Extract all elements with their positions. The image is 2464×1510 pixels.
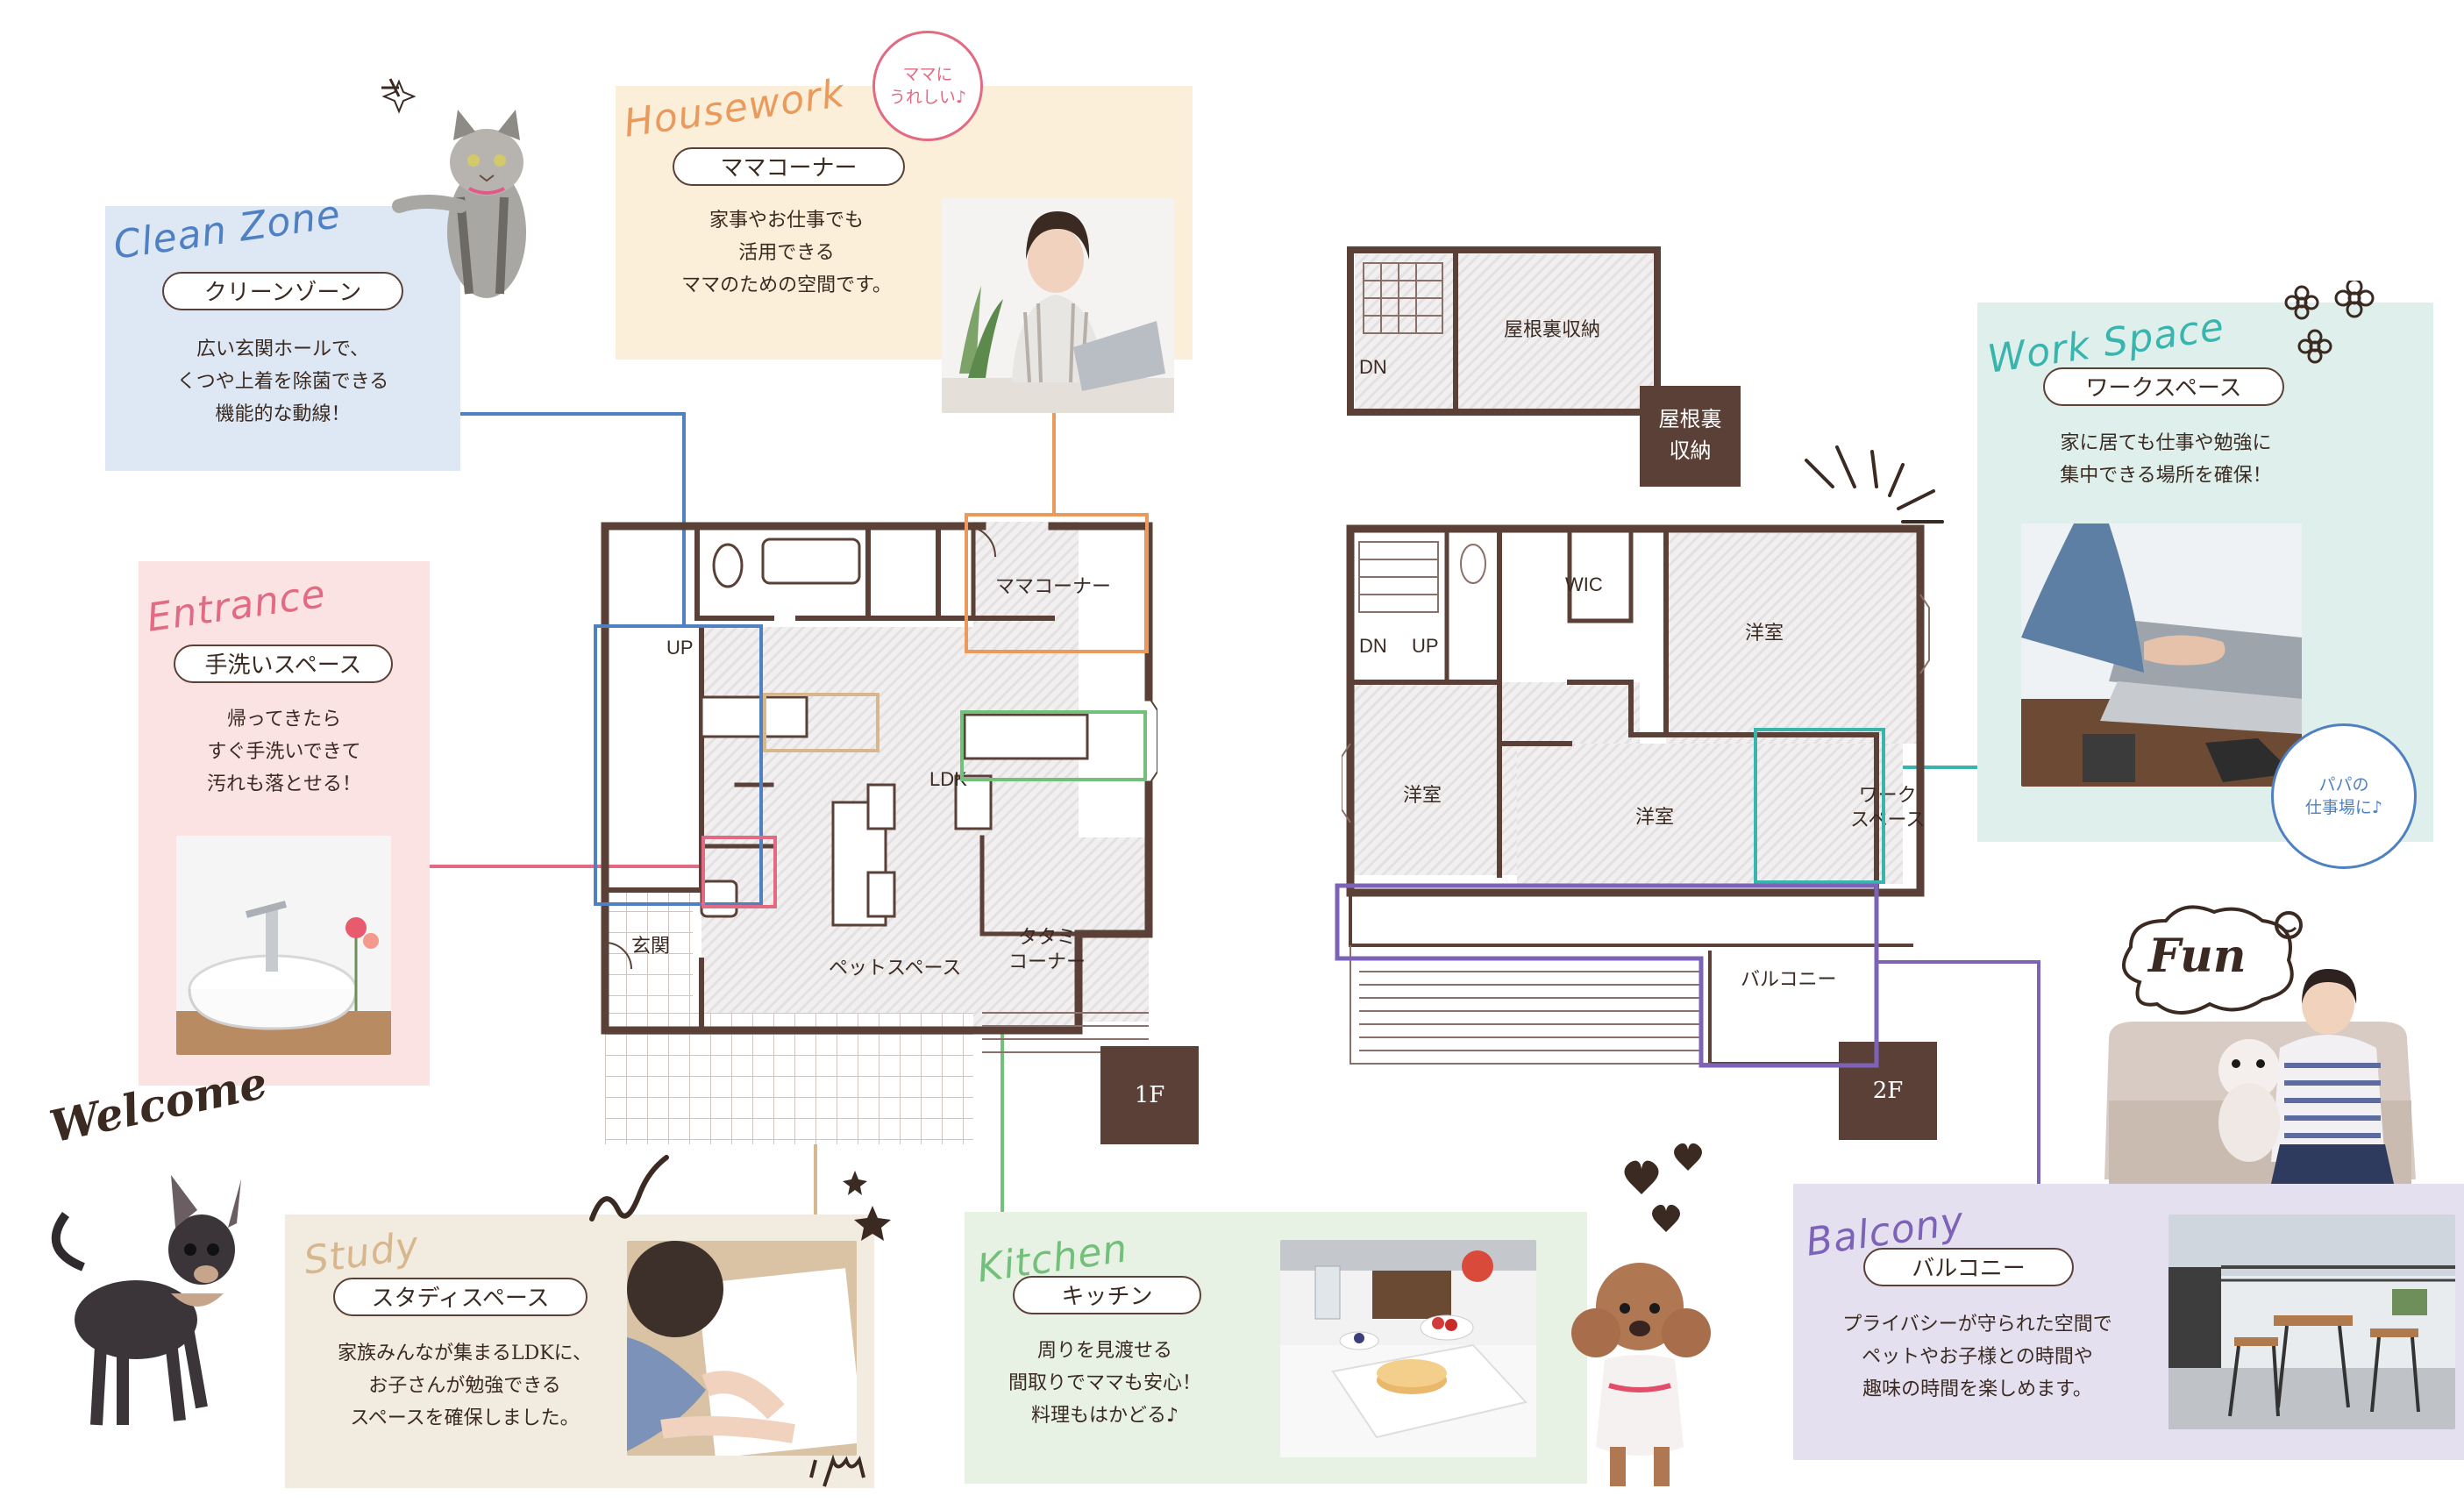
scribble-decoration [589,1155,669,1222]
highlight-mama-corner [965,513,1149,653]
chihuahua-illustration [51,1175,241,1426]
card-title-pill: スタディスペース [333,1278,588,1316]
attic-plan: 屋根裏収納 DN 屋根裏収納 [1346,246,1741,487]
highlight-wash-space [701,836,777,908]
heart-icons [1624,1143,1702,1232]
ray-marks [1805,445,1944,524]
card-title-pill: 手洗いスペース [174,645,393,683]
room-up-2f: UP [1412,635,1439,657]
highlight-clean-zone [594,624,763,906]
room-genkan: 玄関 [631,935,671,957]
card-description: 家に居ても仕事や勉強に集中できる場所を確保！ [2060,432,2272,487]
card-heading: Study [301,1222,423,1284]
attic-badge: 屋根裏収納 [1640,386,1741,487]
card-entrance: Entrance 手洗いスペース 帰ってきたらすぐ手洗いできて汚れも落とせる！ [139,561,430,1086]
card-description: 帰ってきたらすぐ手洗いできて汚れも落とせる！ [206,709,361,795]
room-up-1f: UP [666,637,694,659]
card-title-pill: バルコニー [1863,1248,2074,1286]
floor-badge-1f: 1F [1100,1046,1199,1144]
card-housework: Housework ママコーナー 家事やお仕事でも活用できるママのための空間です… [616,71,1193,413]
card-description: プライバシーが守られた空間でペットやお子様との時間や趣味の時間を楽しめます。 [1842,1314,2112,1400]
attic-dn-label: DN [1359,356,1387,378]
room-mama-corner: ママコーナー [995,575,1112,597]
card-description: 周りを見渡せる間取りでママも安心！料理もはかどる♪ [1008,1340,1201,1427]
card-title-pill: キッチン [1013,1276,1201,1314]
room-balcony: バルコニー [1741,968,1837,990]
room-yoshitsu-west: 洋室 [1403,784,1442,806]
highlight-kitchen [960,710,1147,781]
laptop-typing-photo [2021,524,2302,787]
floor-plan-2f: DN UP WIC 洋室 洋室 洋室 ワークスペース バルコニー 2F [1342,524,1947,1140]
woman-laptop-photo [942,198,1174,413]
poodle-illustration [1571,1263,1711,1486]
card-study: Study スタディスペース 家族みんなが集まるLDKに、お子さんが勉強できるス… [285,1214,874,1488]
cat-illustration [381,78,526,298]
card-kitchen: Kitchen キッチン 周りを見渡せる間取りでママも安心！料理もはかどる♪ [965,1212,1587,1484]
housework-speech-bubble: ママにうれしい♪ [872,31,983,141]
woman-dog-photo [2104,969,2416,1184]
room-tatami: タタミコーナー [1008,926,1086,972]
work-speech-bubble: パパの仕事場に♪ [2271,723,2417,869]
floor-badge-2f: 2F [1839,1042,1937,1140]
highlight-study [763,693,879,752]
room-pet-space: ペットスペース [829,957,962,979]
wash-basin-photo [176,836,391,1055]
highlight-balcony [1335,883,1879,1068]
highlight-work-space [1754,728,1885,884]
room-yoshitsu-center: 洋室 [1635,806,1675,828]
room-wic: WIC [1565,573,1603,595]
attic-storage-label: 屋根裏収納 [1504,318,1601,340]
room-dn-2f: DN [1359,635,1387,657]
star-icons [843,1171,891,1241]
card-title-pill: クリーンゾーン [162,272,403,310]
card-description: 家事やお仕事でも活用できるママのための空間です。 [681,210,892,296]
card-title-pill: ワークスペース [2043,367,2284,406]
child-studying-photo [627,1241,857,1456]
floor-plan-1f: UP ママコーナー LDK 玄関 ペットスペース タタミコーナー 1F [596,522,1199,1144]
kitchen-counter-photo [1280,1240,1536,1457]
card-description: 広い玄関ホールで、くつや上着を除菌できる機能的な動線！ [176,338,389,425]
room-work-space: ワークスペース [1850,784,1926,830]
flower-icons [2284,281,2375,364]
balcony-furniture-photo [2168,1214,2455,1429]
fun-cloud-bubble [2122,905,2303,1015]
room-yoshitsu-north: 洋室 [1745,622,1784,644]
card-clean-zone: Clean Zone クリーンゾーン 広い玄関ホールで、くつや上着を除菌できる機… [105,192,460,471]
sparkle-marks [809,1454,865,1487]
card-heading: Entrance [144,571,329,641]
card-balcony: Balcony バルコニー プライバシーが守られた空間でペットやお子様との時間や… [1793,1184,2464,1460]
card-description: 家族みんなが集まるLDKに、お子さんが勉強できるスペースを確保しました。 [337,1343,593,1429]
fun-script: Fun [2148,930,2247,983]
card-title-pill: ママコーナー [673,147,905,186]
